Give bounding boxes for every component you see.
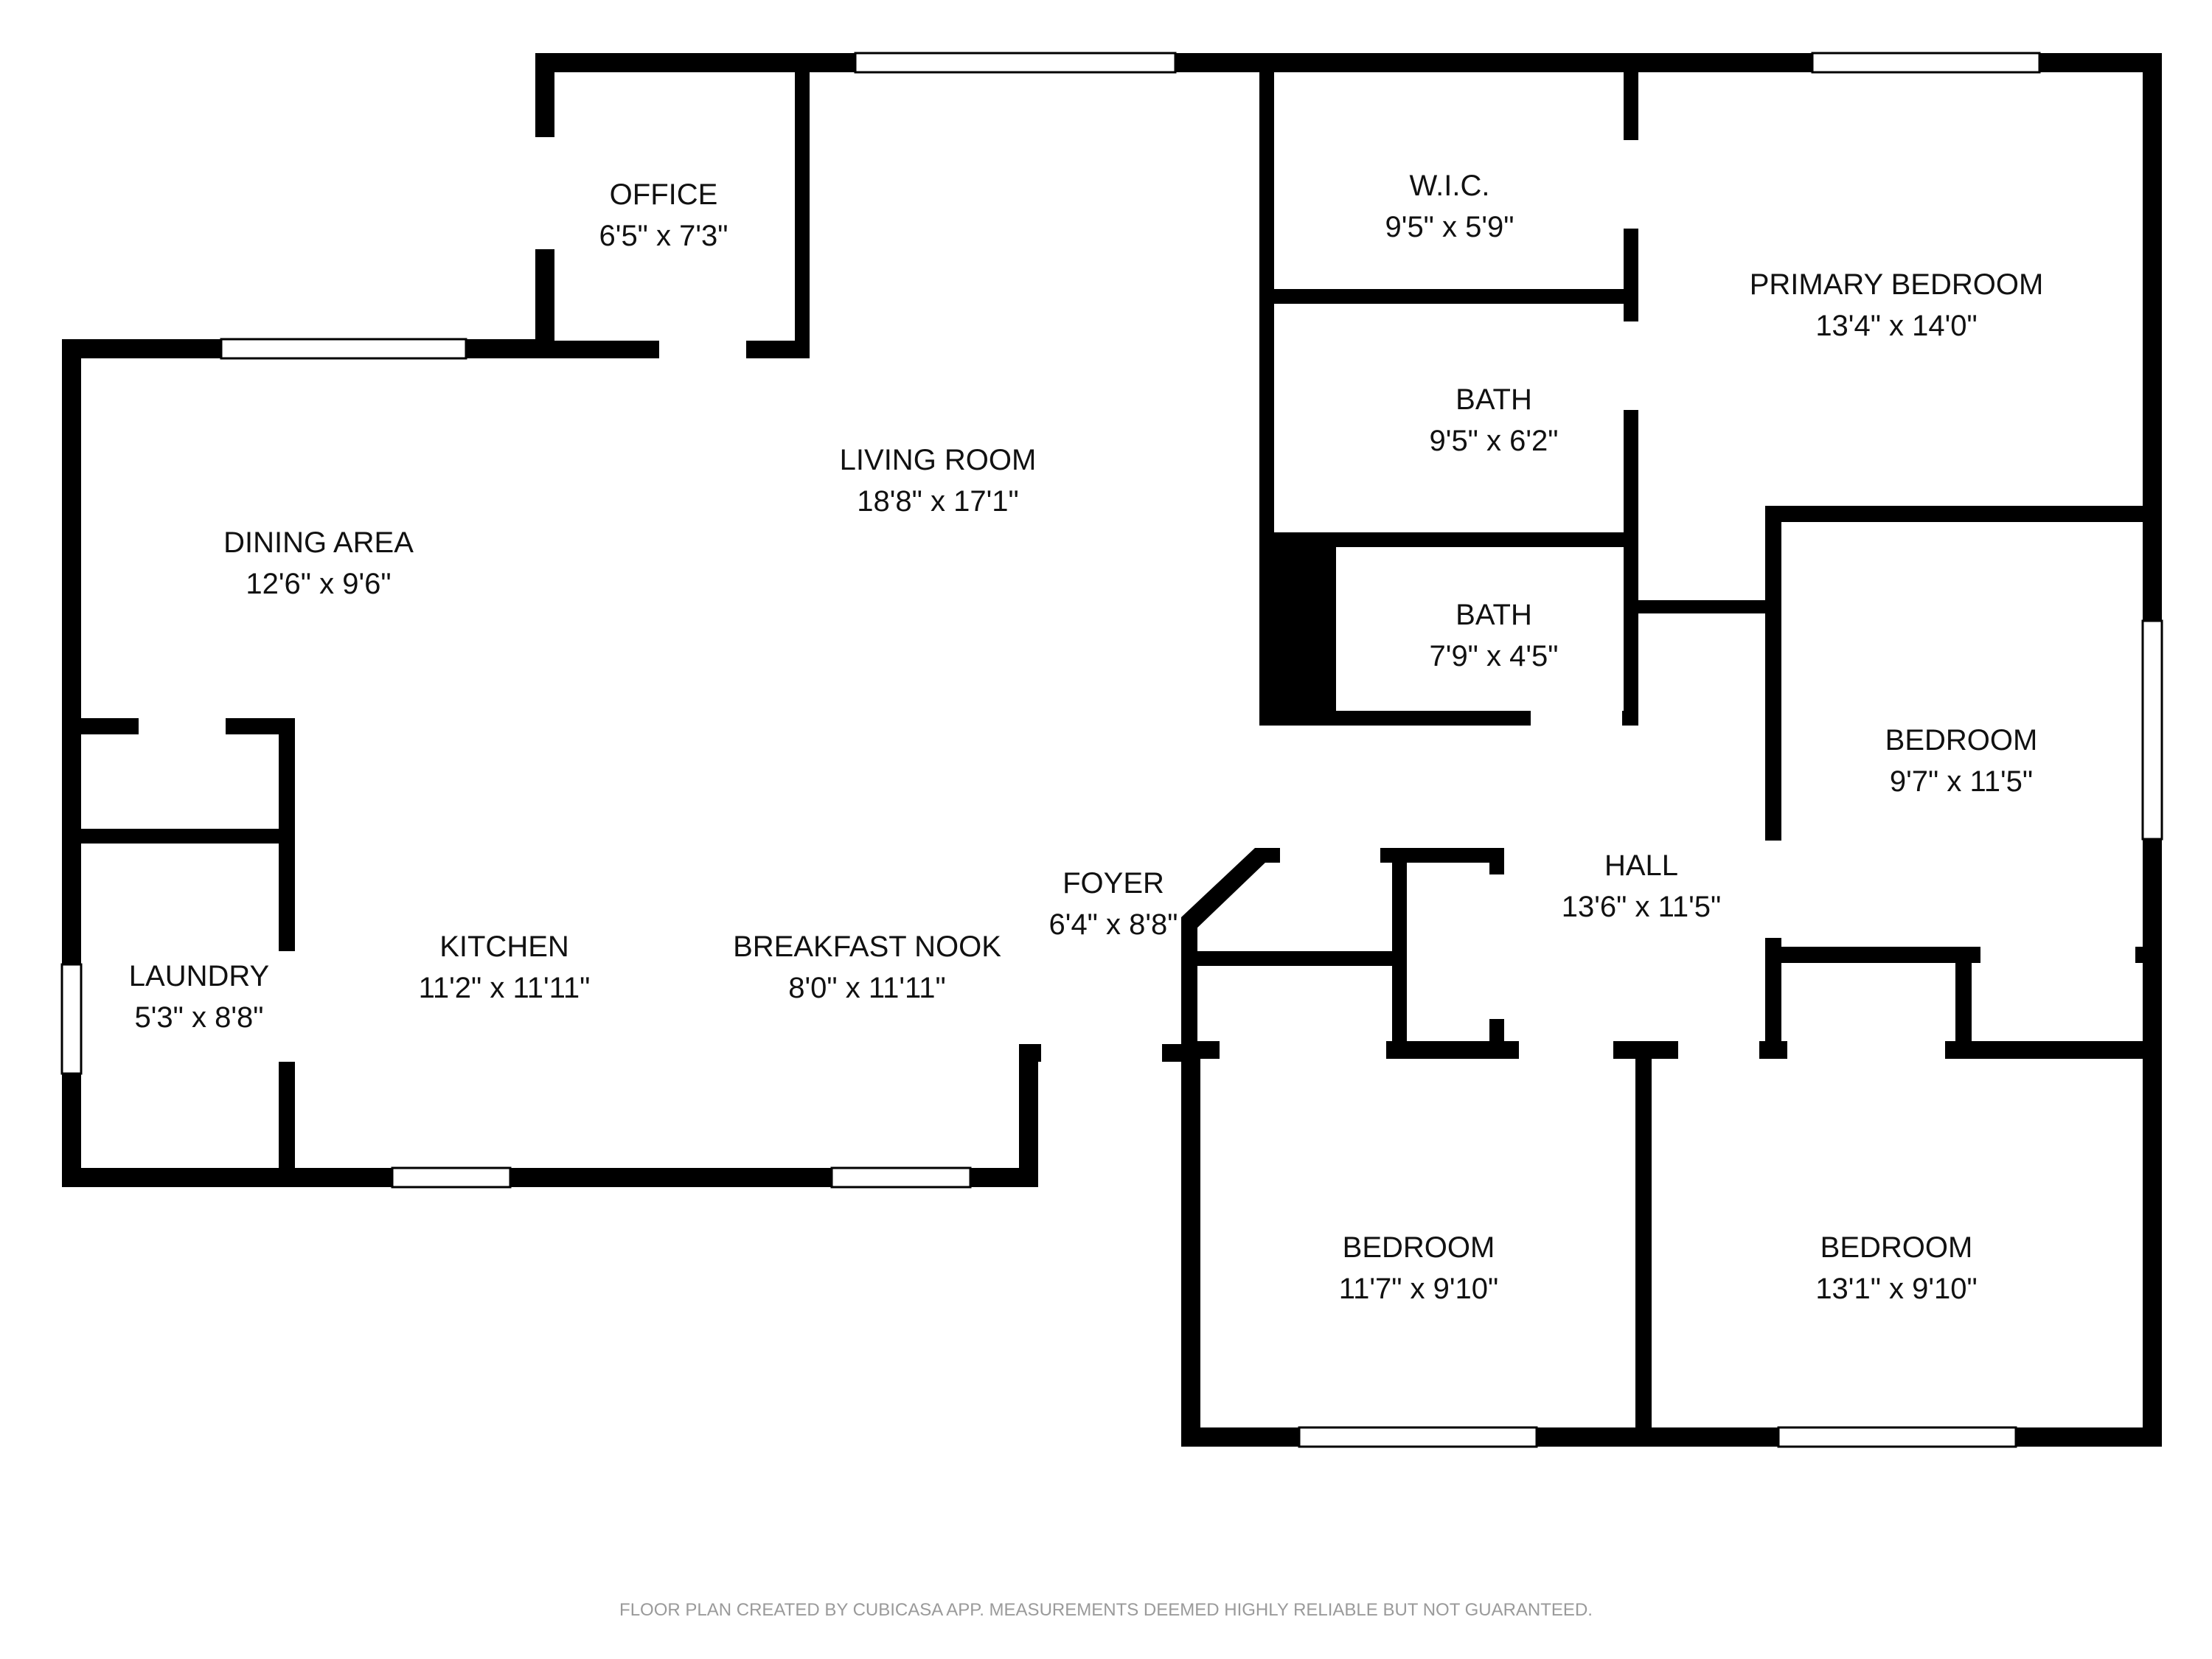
door-bedroom-sr <box>1787 1040 1945 1060</box>
room-name: BATH <box>1455 383 1532 416</box>
door-wic <box>1622 140 1640 229</box>
wall-closet-divider-2 <box>1392 848 1407 1057</box>
room-name: OFFICE <box>609 178 718 211</box>
door-hall-east <box>1764 841 1783 938</box>
wall-south-left <box>1181 1041 1200 1447</box>
room-dimensions: 11'2" x 11'11" <box>418 972 591 1004</box>
room-dimensions: 6'4" x 8'8" <box>1048 908 1178 941</box>
door-office-south <box>659 339 746 360</box>
room-dimensions: 12'6" x 9'6" <box>246 568 392 600</box>
room-living-room: LIVING ROOM 18'8" x 17'1" <box>840 445 1037 516</box>
wall-closet-post <box>1181 917 1197 1057</box>
room-bath-2: BATH 7'9" x 4'5" <box>1430 600 1559 671</box>
room-name: BEDROOM <box>1342 1231 1495 1264</box>
wall-closet-mid <box>1181 951 1402 966</box>
room-name: FOYER <box>1062 867 1164 900</box>
room-name: HALL <box>1604 849 1679 882</box>
room-hall: HALL 13'6" x 11'5" <box>1562 851 1721 922</box>
room-dimensions: 6'5" x 7'3" <box>599 220 728 252</box>
room-name: BREAKFAST NOOK <box>733 931 1001 963</box>
room-dimensions: 8'0" x 11'11" <box>788 972 946 1004</box>
room-bath-1: BATH 9'5" x 6'2" <box>1430 385 1559 456</box>
room-dimensions: 9'7" x 11'5" <box>1889 765 2034 798</box>
wall-bath1-bottom <box>1259 532 1638 547</box>
room-name: LAUNDRY <box>128 960 270 992</box>
wall-hall-stub <box>1624 600 1781 613</box>
room-kitchen: KITCHEN 11'2" x 11'11" <box>419 932 591 1003</box>
door-laundry-top <box>139 717 226 736</box>
wall-bedroom-east-left <box>1765 506 1781 1056</box>
room-name: KITCHEN <box>439 931 569 963</box>
door-bedroom-sl <box>1220 1040 1386 1060</box>
wall-south-divider <box>1635 1041 1652 1447</box>
door-bath1 <box>1622 321 1640 410</box>
window-bedroom-sr <box>1777 1426 2017 1448</box>
room-name: LIVING ROOM <box>839 444 1037 476</box>
window-bedroom-east <box>2141 619 2163 841</box>
room-dimensions: 18'8" x 17'1" <box>857 485 1019 518</box>
wall-wic-bottom <box>1259 289 1638 304</box>
chase-block <box>1259 532 1336 726</box>
door-office-west <box>535 137 554 249</box>
window-dining-top <box>220 338 467 360</box>
room-dimensions: 9'5" x 5'9" <box>1385 211 1514 243</box>
wall-primary-bottom <box>1765 506 2162 522</box>
room-name: BATH <box>1455 599 1532 631</box>
room-breakfast-nook: BREAKFAST NOOK 8'0" x 11'11" <box>733 932 1001 1003</box>
door-laundry-east <box>277 951 296 1062</box>
room-dimensions: 13'1" x 9'10" <box>1815 1273 1978 1305</box>
room-name: BEDROOM <box>1885 724 2038 757</box>
door-entry <box>1041 1043 1162 1063</box>
room-name: PRIMARY BEDROOM <box>1749 268 2044 301</box>
room-dimensions: 5'3" x 8'8" <box>134 1001 264 1034</box>
wall-foyer-angled <box>1181 848 1267 931</box>
wall-office-right <box>795 69 810 358</box>
room-bedroom-south-left: BEDROOM 11'7" x 9'10" <box>1339 1233 1498 1304</box>
door-hall-south <box>1519 1040 1613 1060</box>
room-name: DINING AREA <box>223 526 414 559</box>
room-name: W.I.C. <box>1409 170 1490 202</box>
openings <box>139 137 2135 1063</box>
door-bedroom-east-closet <box>1980 945 2135 964</box>
room-dimensions: 9'5" x 6'2" <box>1429 425 1559 457</box>
wall-laundry-mid <box>62 829 295 844</box>
disclaimer-footer: FLOOR PLAN CREATED BY CUBICASA APP. MEAS… <box>619 1600 1593 1620</box>
room-dimensions: 11'7" x 9'10" <box>1338 1273 1499 1305</box>
room-foyer: FOYER 6'4" x 8'8" <box>1049 869 1178 939</box>
wall-nook-right <box>1019 1044 1038 1187</box>
window-living-top <box>854 52 1177 74</box>
wall-closet-divider <box>1955 947 1972 1056</box>
door-bath2 <box>1531 709 1622 727</box>
window-bedroom-sl <box>1298 1426 1538 1448</box>
room-dimensions: 13'4" x 14'0" <box>1815 310 1978 342</box>
room-office: OFFICE 6'5" x 7'3" <box>599 180 728 251</box>
window-laundry-west <box>60 963 83 1075</box>
room-dimensions: 7'9" x 4'5" <box>1429 640 1559 672</box>
door-hall-south-2 <box>1678 1040 1759 1060</box>
room-name: BEDROOM <box>1820 1231 1973 1264</box>
window-nook-bottom <box>830 1166 972 1189</box>
room-dimensions: 13'6" x 11'5" <box>1561 891 1722 923</box>
door-closet-top <box>1280 846 1380 864</box>
room-bedroom-east: BEDROOM 9'7" x 11'5" <box>1885 726 2038 796</box>
window-kitchen-bottom <box>391 1166 512 1189</box>
room-dining-area: DINING AREA 12'6" x 9'6" <box>223 528 414 599</box>
windows <box>60 52 2163 1448</box>
room-bedroom-south-right: BEDROOM 13'1" x 9'10" <box>1815 1233 1977 1304</box>
room-laundry: LAUNDRY 5'3" x 8'8" <box>129 961 269 1032</box>
door-closet-east <box>1488 874 1506 1019</box>
window-primary-top <box>1811 52 2041 74</box>
room-primary-bedroom: PRIMARY BEDROOM 13'4" x 14'0" <box>1750 270 2044 341</box>
room-wic: W.I.C. 9'5" x 5'9" <box>1385 171 1514 242</box>
